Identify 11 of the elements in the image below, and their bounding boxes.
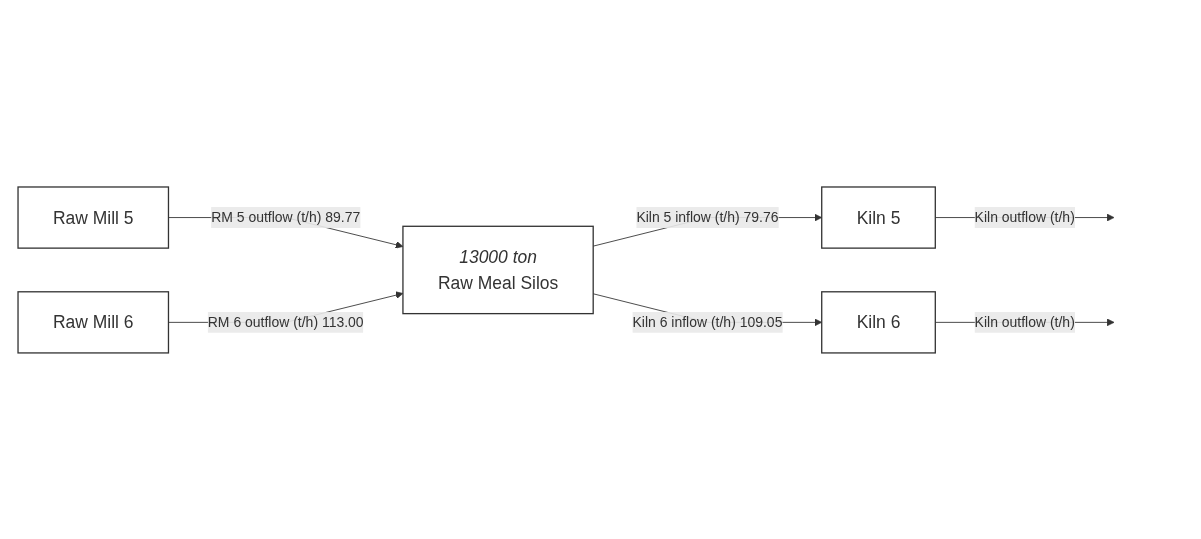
edge-label: Kiln outflow (t/h)	[974, 209, 1075, 225]
node-box: Raw Mill 5	[16, 185, 169, 249]
edge-label: RM 6 outflow (t/h) 113.00	[207, 314, 364, 329]
node-box: Kiln 6	[820, 290, 936, 354]
edge-label: Kiln 5 inflow (t/h) 79.76	[635, 209, 779, 225]
edge-label: Kiln 6 inflow (t/h) 109.05	[632, 314, 782, 329]
edge-label: Kiln outflow (t/h)	[974, 314, 1075, 329]
node-box: Raw Mill 6	[16, 290, 169, 354]
node-box: 13000 ton Raw Meal Silos	[401, 225, 594, 314]
edge-label: RM 5 outflow (t/h) 89.77	[210, 209, 360, 225]
node-box: Kiln 5	[820, 185, 936, 249]
